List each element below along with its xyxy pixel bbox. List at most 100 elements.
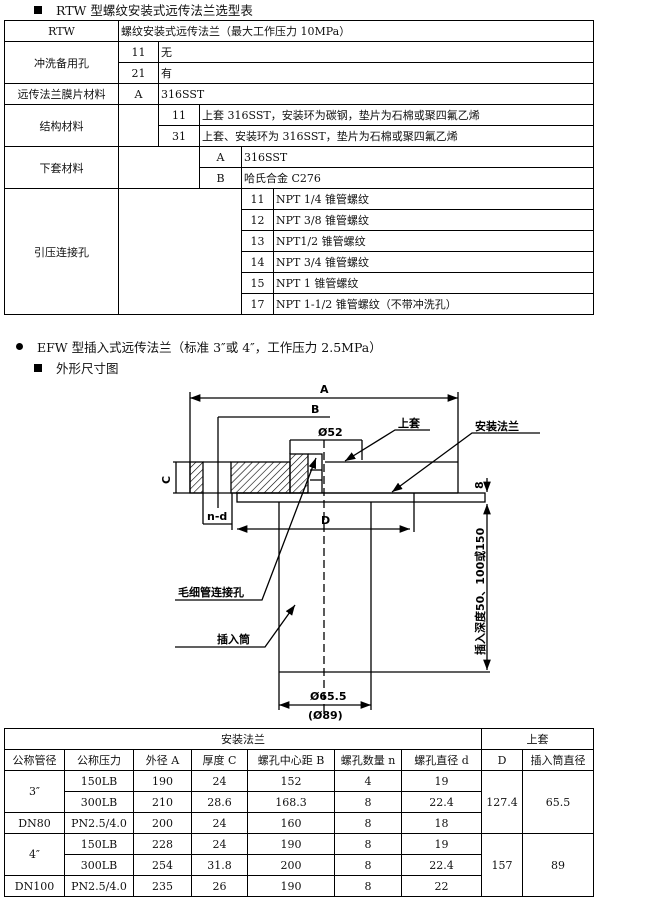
column-header: 螺孔直径 d bbox=[401, 749, 482, 771]
cell: 150LB bbox=[64, 770, 134, 792]
cell: 200 bbox=[133, 812, 192, 834]
cell: 157 bbox=[481, 833, 523, 897]
cell: 22.4 bbox=[401, 854, 482, 876]
option-text: NPT1/2 锥管螺纹 bbox=[273, 230, 594, 252]
dim-d655-label: Ø65.5 bbox=[310, 690, 347, 703]
cell: 300LB bbox=[64, 791, 134, 813]
insertion-depth-label: 插入深度50、100或150 bbox=[473, 527, 487, 655]
dim-8-label: 8 bbox=[473, 481, 486, 489]
column-header: D bbox=[481, 749, 523, 771]
section2-sub-heading: 外形尺寸图 bbox=[34, 358, 119, 377]
dim-d89-label: (Ø89) bbox=[308, 709, 343, 722]
cell: 28.6 bbox=[191, 791, 248, 813]
row-label: 远传法兰膜片材料 bbox=[4, 83, 119, 105]
cell: 254 bbox=[133, 854, 192, 876]
row-label: 下套材料 bbox=[4, 146, 119, 189]
section2-subtitle: 外形尺寸图 bbox=[56, 361, 119, 376]
cell: DN100 bbox=[4, 875, 65, 897]
cell: 200 bbox=[247, 854, 335, 876]
cell: 190 bbox=[133, 770, 192, 792]
column-header: 螺孔中心距 B bbox=[247, 749, 335, 771]
top-sleeve-label: 上套 bbox=[398, 416, 421, 430]
bullet-icon bbox=[16, 343, 23, 350]
cell: 127.4 bbox=[481, 770, 523, 834]
cell: 89 bbox=[522, 833, 594, 897]
cell: 160 bbox=[247, 812, 335, 834]
cell: 8 bbox=[334, 854, 402, 876]
cell: 8 bbox=[334, 812, 402, 834]
column-header: 厚度 C bbox=[191, 749, 248, 771]
model-code: RTW bbox=[4, 20, 119, 42]
section2-title: EFW 型插入式远传法兰（标准 3″或 4″，工作压力 2.5MPa） bbox=[37, 340, 382, 355]
option-text: NPT 1-1/2 锥管螺纹（不带冲洗孔） bbox=[273, 293, 594, 315]
mount-flange-label: 安装法兰 bbox=[475, 419, 519, 433]
option-text: 316SST bbox=[241, 146, 594, 168]
section2-heading: EFW 型插入式远传法兰（标准 3″或 4″，工作压力 2.5MPa） bbox=[16, 337, 382, 356]
cell: 3″ bbox=[4, 770, 65, 813]
cell: 168.3 bbox=[247, 791, 335, 813]
square-bullet-icon bbox=[34, 363, 42, 372]
section1-heading: RTW 型螺纹安装式远传法兰选型表 bbox=[34, 0, 253, 19]
cell: PN2.5/4.0 bbox=[64, 812, 134, 834]
option-code: 13 bbox=[241, 230, 274, 252]
group-header: 上套 bbox=[481, 728, 594, 750]
cell: 8 bbox=[334, 833, 402, 855]
option-code: 17 bbox=[241, 293, 274, 315]
cell: 235 bbox=[133, 875, 192, 897]
column-header: 插入筒直径 bbox=[522, 749, 594, 771]
dim-b-label: B bbox=[311, 403, 319, 416]
cell: 300LB bbox=[64, 854, 134, 876]
cell: 24 bbox=[191, 812, 248, 834]
cell: 22.4 bbox=[401, 791, 482, 813]
cell: 26 bbox=[191, 875, 248, 897]
option-code: 12 bbox=[241, 209, 274, 231]
cell: 190 bbox=[247, 875, 335, 897]
model-desc: 螺纹安装式远传法兰（最大工作压力 10MPa） bbox=[118, 20, 594, 42]
option-code: 11 bbox=[158, 104, 200, 126]
section1-title: RTW 型螺纹安装式远传法兰选型表 bbox=[56, 3, 253, 18]
cell: PN2.5/4.0 bbox=[64, 875, 134, 897]
cell: 150LB bbox=[64, 833, 134, 855]
dim-c-label: C bbox=[160, 476, 173, 484]
column-header: 公称压力 bbox=[64, 749, 134, 771]
group-header: 安装法兰 bbox=[4, 728, 482, 750]
dim-a-label: A bbox=[320, 383, 329, 396]
capillary-port-label: 毛细管连接孔 bbox=[178, 585, 244, 599]
cell: 65.5 bbox=[522, 770, 594, 834]
cell: 228 bbox=[133, 833, 192, 855]
square-bullet-icon bbox=[34, 5, 42, 14]
cell: 8 bbox=[334, 875, 402, 897]
cell: 190 bbox=[247, 833, 335, 855]
insertion-tube-label: 插入筒 bbox=[217, 632, 250, 646]
row-label: 引压连接孔 bbox=[4, 188, 119, 315]
cell: 4″ bbox=[4, 833, 65, 876]
cell: 24 bbox=[191, 770, 248, 792]
cell: 31.8 bbox=[191, 854, 248, 876]
cell: 8 bbox=[334, 791, 402, 813]
dimension-drawing: A B Ø52 上套 安装法兰 C 8 n-d D 毛细管连接孔 插入筒 插入深… bbox=[160, 383, 540, 722]
dim-d-label: D bbox=[321, 514, 330, 527]
cell: DN80 bbox=[4, 812, 65, 834]
cell: 19 bbox=[401, 770, 482, 792]
dim-d52-label: Ø52 bbox=[318, 426, 343, 439]
cell: 4 bbox=[334, 770, 402, 792]
column-header: 公称管径 bbox=[4, 749, 65, 771]
row-label: 冲洗备用孔 bbox=[4, 41, 119, 84]
dim-nd-label: n-d bbox=[207, 510, 227, 523]
cell: 152 bbox=[247, 770, 335, 792]
cell: 22 bbox=[401, 875, 482, 897]
cell: 18 bbox=[401, 812, 482, 834]
cell: 19 bbox=[401, 833, 482, 855]
column-header: 螺孔数量 n bbox=[334, 749, 402, 771]
column-header: 外径 A bbox=[133, 749, 192, 771]
cell: 210 bbox=[133, 791, 192, 813]
cell: 24 bbox=[191, 833, 248, 855]
